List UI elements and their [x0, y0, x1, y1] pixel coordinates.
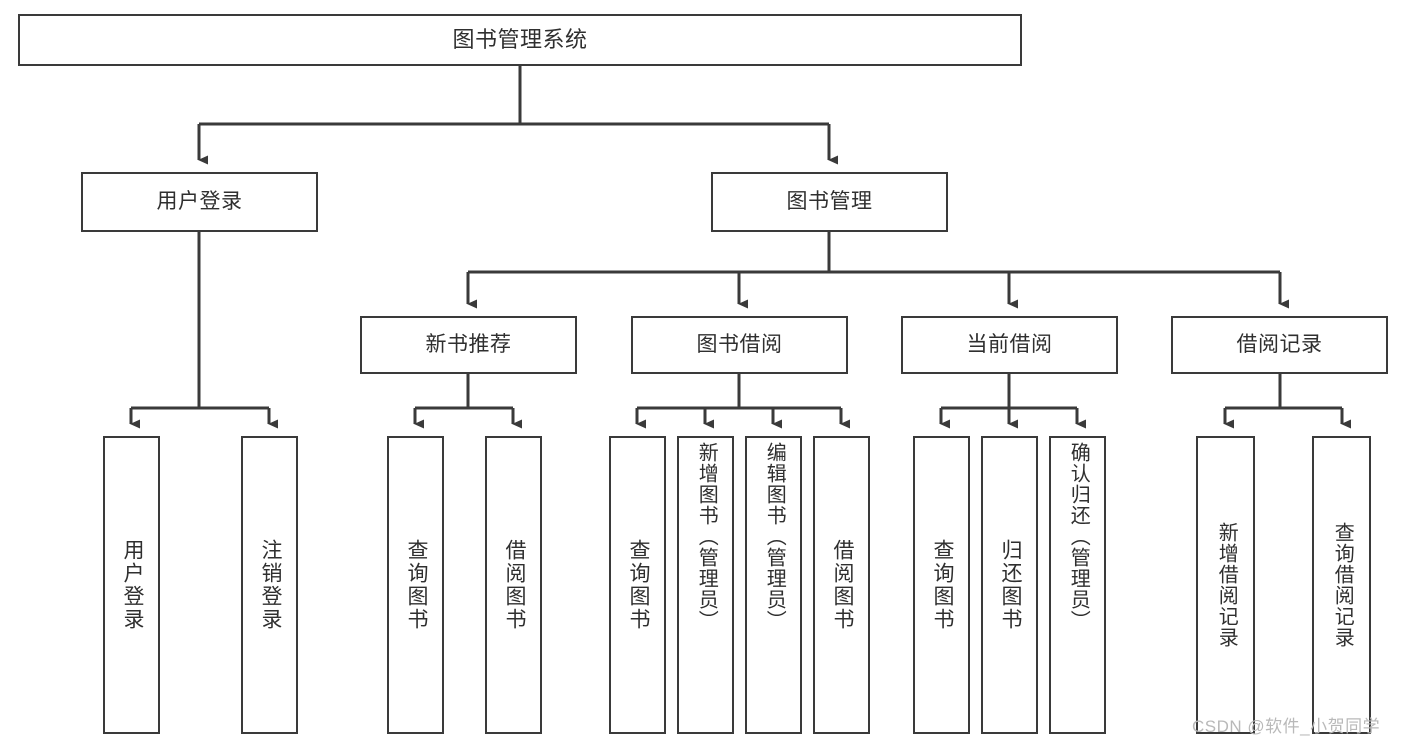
leaf-label: 用户登录 [120, 539, 144, 631]
node-current-borrow[interactable]: 当前借阅 [901, 316, 1118, 374]
node-borrow-record[interactable]: 借阅记录 [1171, 316, 1388, 374]
leaf-logout-login[interactable]: 注销登录 [241, 436, 298, 734]
node-root-system[interactable]: 图书管理系统 [18, 14, 1022, 66]
leaf-label: 查询图书 [626, 539, 650, 631]
leaf-query-book-recommend[interactable]: 查询图书 [387, 436, 444, 734]
leaf-label: 借阅图书 [830, 539, 854, 631]
node-label: 新书推荐 [425, 332, 512, 356]
leaf-label: 查询图书 [404, 539, 428, 631]
node-label: 借阅记录 [1236, 332, 1323, 356]
leaf-confirm-return-admin[interactable]: 确认归还（管理员） [1049, 436, 1106, 734]
node-book-management[interactable]: 图书管理 [711, 172, 948, 232]
leaf-add-borrow-record[interactable]: 新增借阅记录 [1196, 436, 1255, 734]
node-user-login[interactable]: 用户登录 [81, 172, 318, 232]
leaf-return-book[interactable]: 归还图书 [981, 436, 1038, 734]
leaf-edit-book-admin[interactable]: 编辑图书（管理员） [745, 436, 802, 734]
node-label: 图书借阅 [696, 332, 783, 356]
leaf-query-borrow-record[interactable]: 查询借阅记录 [1312, 436, 1371, 734]
leaf-label: 确认归还（管理员） [1067, 442, 1090, 631]
leaf-add-book-admin[interactable]: 新增图书（管理员） [677, 436, 734, 734]
leaf-label: 归还图书 [998, 539, 1022, 631]
leaf-borrow-book-recommend[interactable]: 借阅图书 [485, 436, 542, 734]
node-label: 用户登录 [156, 189, 243, 213]
leaf-user-login[interactable]: 用户登录 [103, 436, 160, 734]
leaf-label: 新增图书（管理员） [695, 442, 718, 631]
leaf-label: 注销登录 [258, 539, 282, 631]
node-book-borrow[interactable]: 图书借阅 [631, 316, 848, 374]
leaf-label: 新增借阅记录 [1215, 522, 1238, 648]
node-label: 当前借阅 [966, 332, 1053, 356]
leaf-borrow-book[interactable]: 借阅图书 [813, 436, 870, 734]
node-label: 图书管理 [786, 189, 873, 213]
leaf-label: 查询借阅记录 [1331, 522, 1354, 648]
node-label: 图书管理系统 [452, 27, 588, 53]
node-new-book-recommend[interactable]: 新书推荐 [360, 316, 577, 374]
leaf-label: 查询图书 [930, 539, 954, 631]
leaf-query-book-current[interactable]: 查询图书 [913, 436, 970, 734]
leaf-label: 编辑图书（管理员） [763, 442, 786, 631]
csdn-watermark: CSDN @软件_小贺同学 [1192, 717, 1381, 736]
leaf-label: 借阅图书 [502, 539, 526, 631]
leaf-query-book-borrow[interactable]: 查询图书 [609, 436, 666, 734]
